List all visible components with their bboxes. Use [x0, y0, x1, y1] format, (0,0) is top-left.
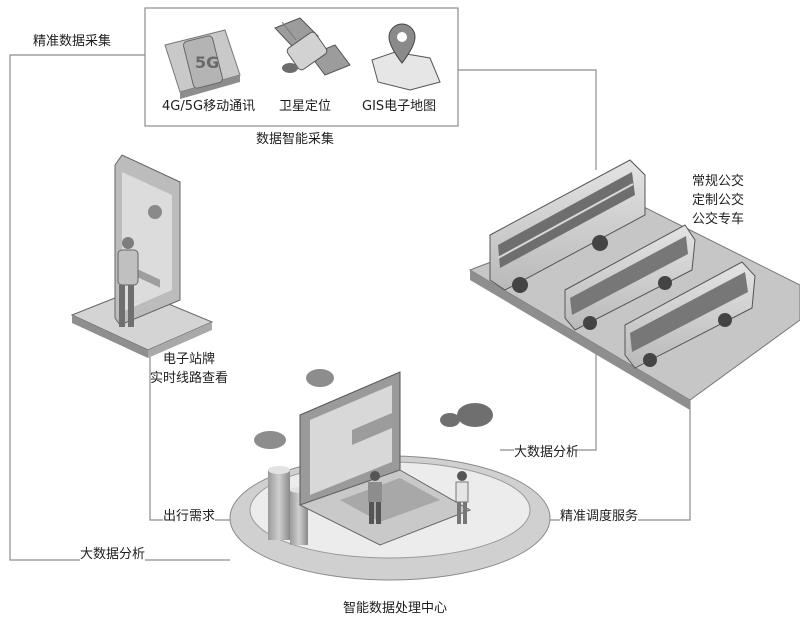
big-data-analysis-left: 大数据分析 [80, 546, 146, 563]
cloud-icon [254, 369, 493, 449]
computer-icon [298, 371, 472, 546]
bus-type-special: 公交专车 [692, 212, 745, 227]
signage-subtitle: 实时线路查看 [150, 371, 229, 386]
svg-text:5G: 5G [195, 53, 219, 72]
travel-demand-label: 出行需求 [163, 508, 216, 525]
person-figure [368, 471, 469, 524]
signage-title: 电子站牌 [163, 352, 216, 367]
dispatch-service-label: 精准调度服务 [560, 508, 639, 525]
precise-collection-label: 精准数据采集 [33, 33, 112, 50]
map-pin-icon [371, 23, 441, 91]
bus-type-regular: 常规公交 [692, 174, 745, 189]
smart-collection-label: 数据智能采集 [256, 131, 335, 148]
bus-type-custom: 定制公交 [692, 193, 745, 208]
satellite-icon [274, 17, 351, 76]
signage-label: 电子站牌 实时线路查看 [150, 350, 228, 388]
bus-icon [624, 261, 756, 369]
source-label-satellite: 卫星定位 [279, 99, 332, 114]
bus-icon [489, 159, 646, 293]
phone-sign-icon [70, 154, 214, 358]
5g-phone-icon: 5G [164, 29, 241, 99]
bus-types-label: 常规公交 定制公交 公交专车 [692, 172, 744, 229]
center-title: 智能数据处理中心 [342, 601, 448, 616]
source-label-mobile: 4G/5G移动通讯 [162, 99, 256, 114]
bus-icon [564, 224, 696, 331]
source-label-gis: GIS电子地图 [362, 99, 437, 114]
big-data-analysis-right: 大数据分析 [514, 444, 580, 461]
